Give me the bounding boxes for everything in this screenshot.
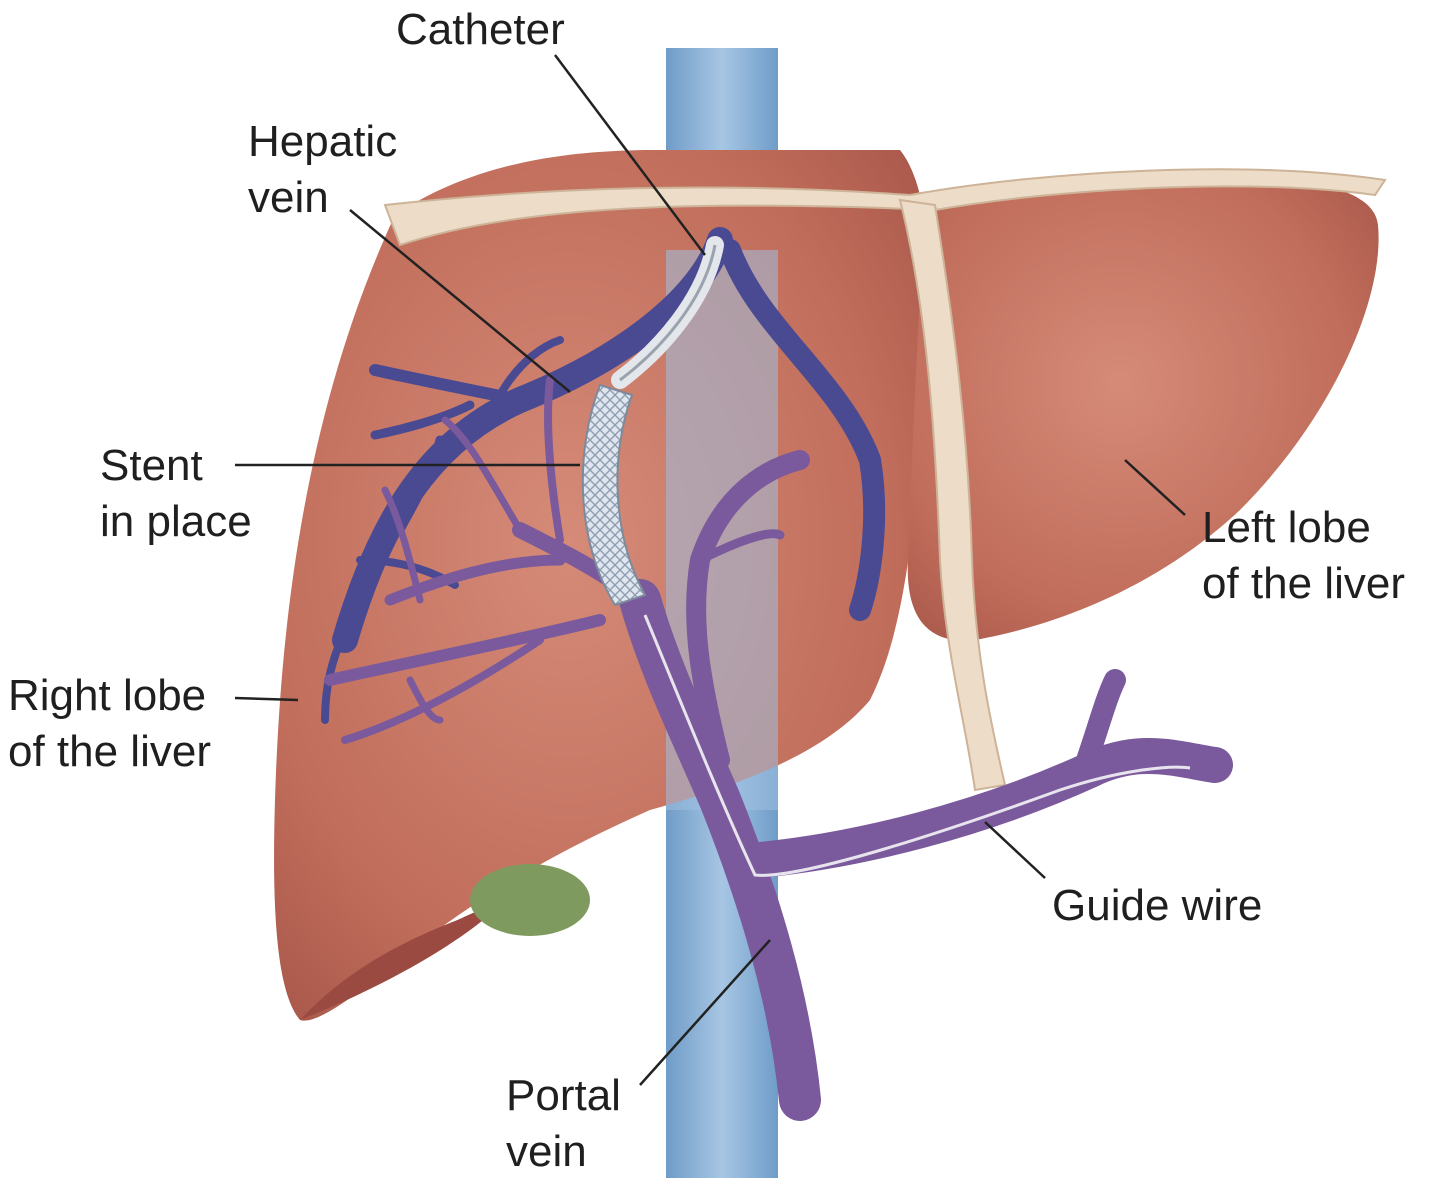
- label-right-lobe: Right lobe of the liver: [8, 668, 211, 780]
- label-guide-wire: Guide wire: [1052, 881, 1263, 930]
- label-hepatic-vein-line2: vein: [248, 173, 329, 222]
- portal-veins: [324, 376, 1233, 1121]
- label-portal-vein-line1: Portal: [506, 1071, 621, 1120]
- label-hepatic-vein: Hepatic vein: [248, 114, 397, 226]
- label-hepatic-vein-line1: Hepatic: [248, 117, 398, 166]
- label-stent-line1: Stent: [100, 441, 203, 490]
- inferior-surface: [300, 905, 500, 1020]
- label-right-lobe-line1: Right lobe: [8, 671, 207, 720]
- label-portal-vein: Portal vein: [506, 1068, 621, 1180]
- label-left-lobe-line1: Left lobe: [1202, 503, 1371, 552]
- stent: [581, 383, 647, 607]
- label-portal-vein-line2: vein: [506, 1127, 587, 1176]
- left-lobe-shape: [907, 171, 1379, 641]
- catheter-outline: [619, 244, 717, 382]
- leader-lines: [234, 54, 1186, 1086]
- label-left-lobe: Left lobe of the liver: [1202, 500, 1405, 612]
- label-left-lobe-line2: of the liver: [1202, 559, 1405, 608]
- label-right-lobe-line2: of the liver: [8, 727, 211, 776]
- coronary-ligament: [383, 168, 1387, 247]
- label-stent-line2: in place: [100, 497, 252, 546]
- label-stent: Stent in place: [100, 438, 252, 550]
- label-catheter: Catheter: [396, 5, 565, 54]
- gallbladder: [470, 864, 590, 936]
- falciform-ligament: [898, 198, 1007, 792]
- guide-wire: [643, 614, 1191, 877]
